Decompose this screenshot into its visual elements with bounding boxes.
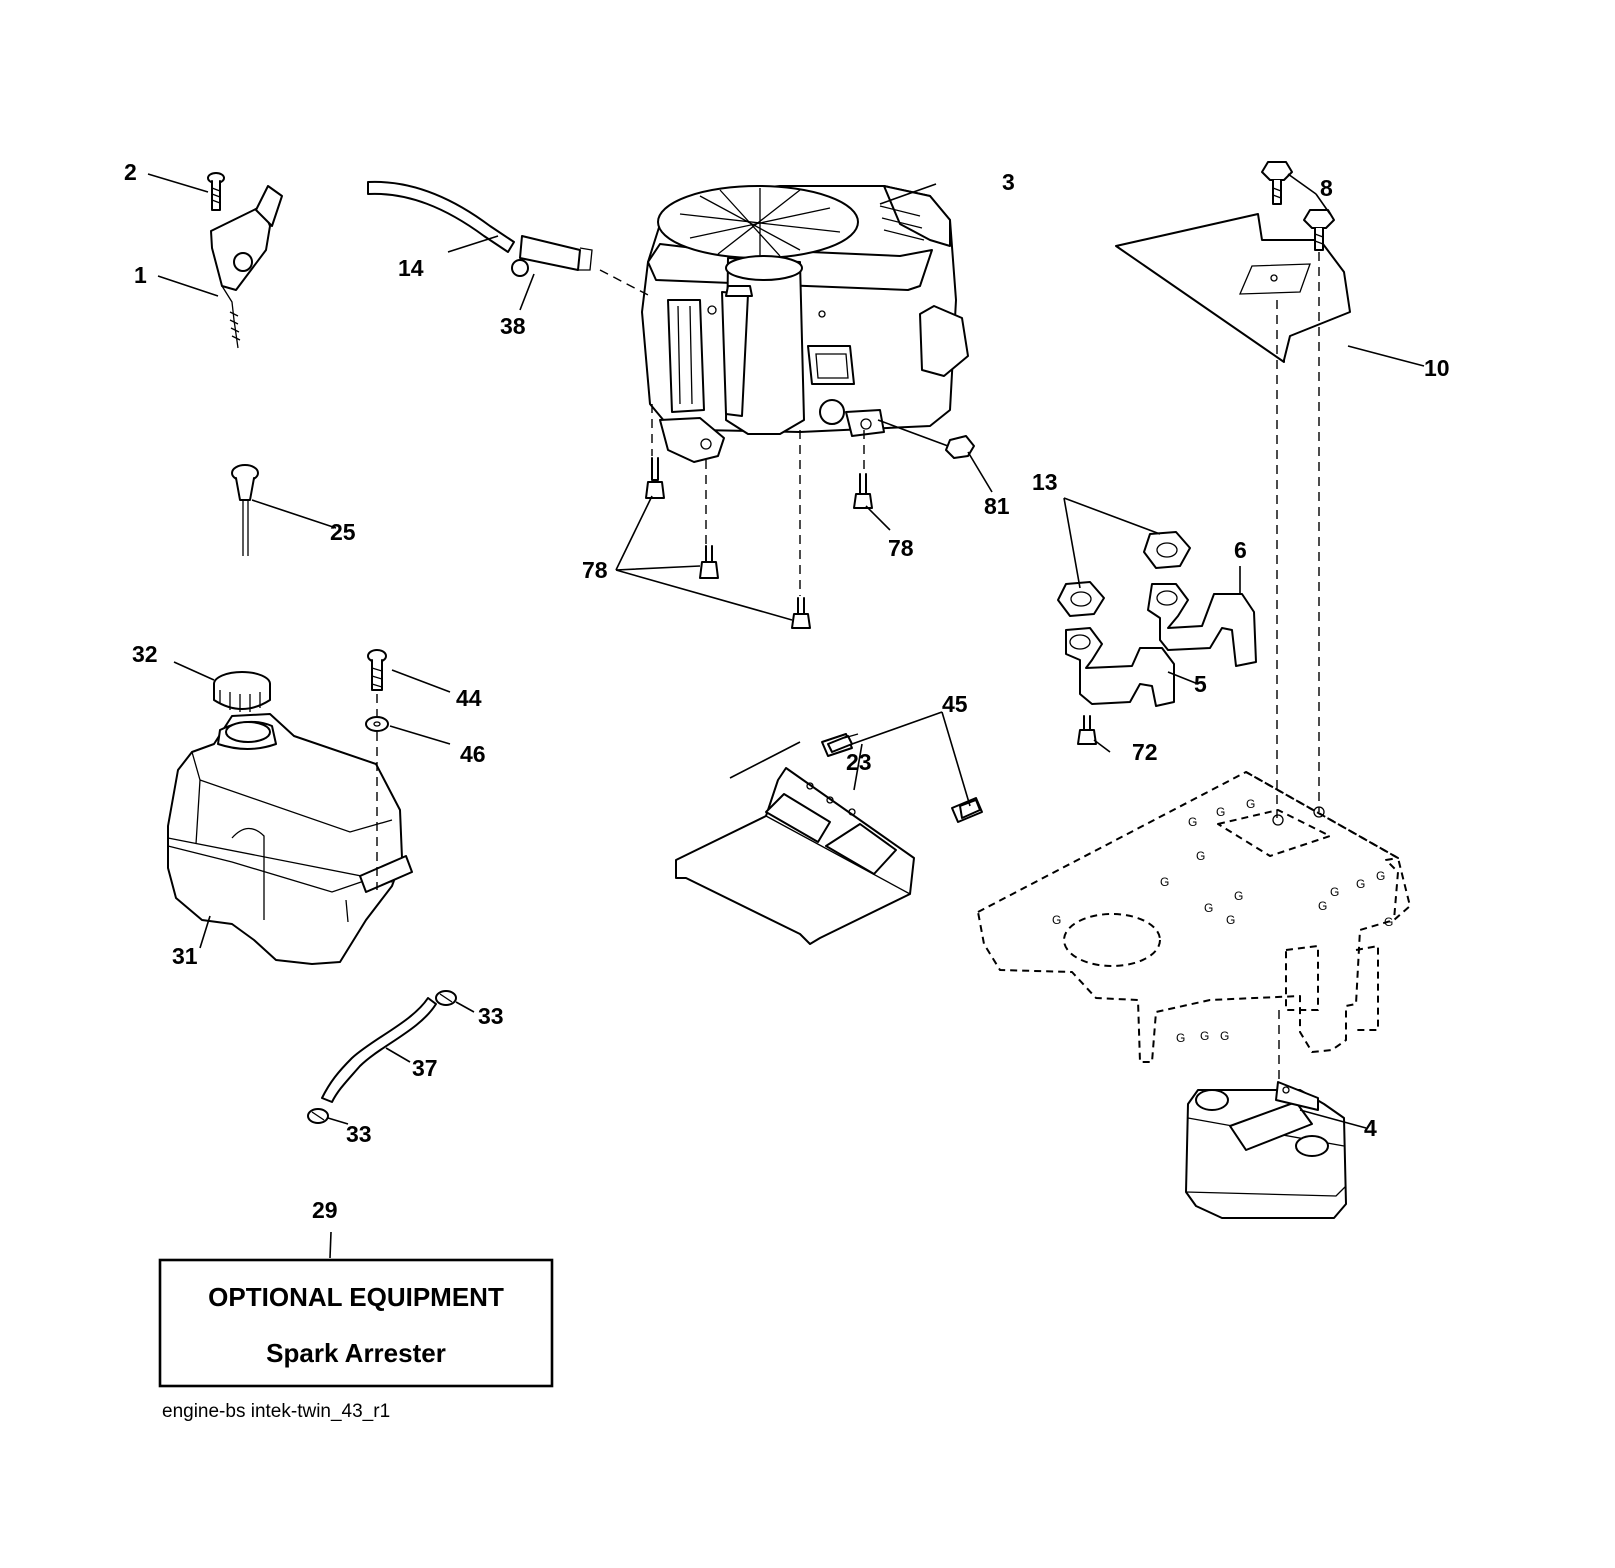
screw-45-upper-part xyxy=(821,733,859,757)
callout-72: 72 xyxy=(1132,739,1158,765)
callout-6: 6 xyxy=(1234,537,1247,563)
callout-38: 38 xyxy=(500,313,526,339)
callout-81: 81 xyxy=(984,493,1010,519)
svg-text:G: G xyxy=(1318,899,1327,913)
svg-text:G: G xyxy=(1160,875,1169,889)
gasket-13-lower-part xyxy=(1057,581,1105,617)
callout-1: 1 xyxy=(134,262,147,288)
exhaust-pipe-5-part xyxy=(1065,627,1175,707)
nut-81-part xyxy=(945,435,975,459)
clamp-33-lower-part xyxy=(307,1108,329,1124)
callout-2: 2 xyxy=(124,159,137,185)
fuel-tank-31-part xyxy=(167,713,413,965)
callout-29: 29 xyxy=(312,1197,338,1223)
svg-text:G: G xyxy=(1216,805,1225,819)
diagram-code: engine-bs intek-twin_43_r1 xyxy=(162,1401,390,1422)
callout-45: 45 xyxy=(942,691,968,717)
svg-text:G: G xyxy=(1330,885,1339,899)
optional-equipment-subtitle: Spark Arrester xyxy=(266,1338,446,1368)
callout-13: 13 xyxy=(1032,469,1058,495)
fuel-line-14-part xyxy=(367,180,515,253)
callout-31: 31 xyxy=(172,943,198,969)
bolt-72-part xyxy=(1077,715,1097,745)
callout-78-left: 78 xyxy=(582,557,608,583)
callout-5: 5 xyxy=(1194,671,1207,697)
optional-equipment-box: OPTIONAL EQUIPMENT Spark Arrester xyxy=(158,1258,554,1388)
frame-part: G G G G G G G G G G G G G G G G G xyxy=(977,771,1411,1063)
callout-25: 25 xyxy=(330,519,356,545)
fuel-line-37-part xyxy=(321,997,437,1103)
svg-text:G: G xyxy=(1188,815,1197,829)
screw-8-lower-part xyxy=(1303,209,1335,251)
washer-46-part xyxy=(365,716,389,732)
callout-10: 10 xyxy=(1424,355,1450,381)
optional-equipment-title: OPTIONAL EQUIPMENT xyxy=(208,1282,504,1312)
throttle-control-part xyxy=(210,185,283,349)
gasket-13-upper-part xyxy=(1143,531,1191,569)
callout-33-upper: 33 xyxy=(478,1003,504,1029)
bolt-78-bottom-part xyxy=(791,597,811,629)
svg-text:G: G xyxy=(1246,797,1255,811)
callout-78-right: 78 xyxy=(888,535,914,561)
callout-33-lower: 33 xyxy=(346,1121,372,1147)
screw-44-part xyxy=(367,649,387,691)
svg-text:G: G xyxy=(1376,869,1385,883)
clamp-33-upper-part xyxy=(435,990,457,1006)
callout-37: 37 xyxy=(412,1055,438,1081)
bolt-78-right-part xyxy=(853,473,873,509)
muffler-4-part xyxy=(1185,1081,1347,1219)
svg-text:G: G xyxy=(1200,1029,1209,1043)
callout-23: 23 xyxy=(846,749,872,775)
svg-text:G: G xyxy=(1220,1029,1229,1043)
bolt-78-middle-part xyxy=(699,545,719,579)
svg-text:G: G xyxy=(1196,849,1205,863)
screw-2-part xyxy=(207,172,225,211)
callout-8: 8 xyxy=(1320,175,1333,201)
shield-plate-23-part xyxy=(675,767,915,945)
heat-shield-10-part xyxy=(1115,213,1351,363)
exhaust-pipe-6-part xyxy=(1147,583,1257,667)
callout-44: 44 xyxy=(456,685,482,711)
callout-32: 32 xyxy=(132,641,158,667)
bolt-78-left-part xyxy=(645,457,665,499)
callout-14: 14 xyxy=(398,255,424,281)
svg-text:G: G xyxy=(1204,901,1213,915)
svg-text:G: G xyxy=(1226,913,1235,927)
callout-3: 3 xyxy=(1002,169,1015,195)
svg-text:G: G xyxy=(1176,1031,1185,1045)
fuel-fitting-38-part xyxy=(511,235,593,277)
callout-46: 46 xyxy=(460,741,486,767)
engine-part xyxy=(641,185,969,463)
svg-text:G: G xyxy=(1052,913,1061,927)
choke-knob-part xyxy=(231,464,259,556)
svg-text:G: G xyxy=(1234,889,1243,903)
screw-8-upper-part xyxy=(1261,161,1293,205)
callout-4: 4 xyxy=(1364,1115,1377,1141)
svg-text:G: G xyxy=(1384,915,1393,929)
screw-45-lower-part xyxy=(951,797,983,823)
svg-text:G: G xyxy=(1356,877,1365,891)
fuel-cap-32-part xyxy=(213,671,271,712)
